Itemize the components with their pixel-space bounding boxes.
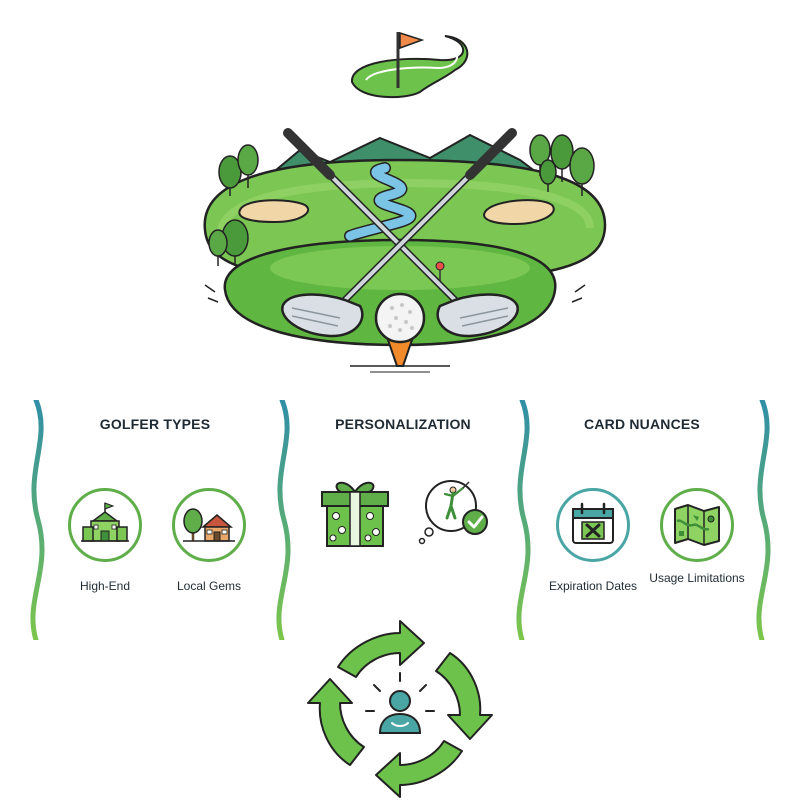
local-gems-icon-circle xyxy=(172,488,246,562)
crossed-clubs-icon xyxy=(281,128,519,338)
label-local-gems: Local Gems xyxy=(176,579,242,593)
user-cycle-arrows-icon xyxy=(307,620,493,798)
wave-divider-3 xyxy=(516,400,531,640)
clubhouse-icon xyxy=(81,502,129,542)
wave-divider-4 xyxy=(756,400,771,640)
usage-limitations-icon-circle xyxy=(660,488,734,562)
section-title-personalization: PERSONALIZATION xyxy=(335,416,471,432)
wave-divider-1 xyxy=(30,400,45,640)
high-end-icon-circle xyxy=(68,488,142,562)
hero-illustration xyxy=(203,31,607,373)
flag-green-icon xyxy=(350,31,469,99)
folded-map-icon xyxy=(674,504,720,546)
label-high-end: High-End xyxy=(79,579,131,593)
section-title-golfer-types: GOLFER TYPES xyxy=(99,416,211,432)
label-usage-limitations: Usage Limitations xyxy=(649,571,745,585)
golfer-thought-check-icon xyxy=(418,480,488,545)
golf-ball-tee-icon xyxy=(350,292,450,373)
label-expiration-dates: Expiration Dates xyxy=(548,579,638,593)
gift-box-icon xyxy=(321,481,389,547)
house-tree-icon xyxy=(183,508,235,542)
section-title-card-nuances: CARD NUANCES xyxy=(584,416,700,432)
expiration-dates-icon-circle xyxy=(556,488,630,562)
calendar-x-icon xyxy=(572,502,614,544)
wave-divider-2 xyxy=(276,400,291,640)
